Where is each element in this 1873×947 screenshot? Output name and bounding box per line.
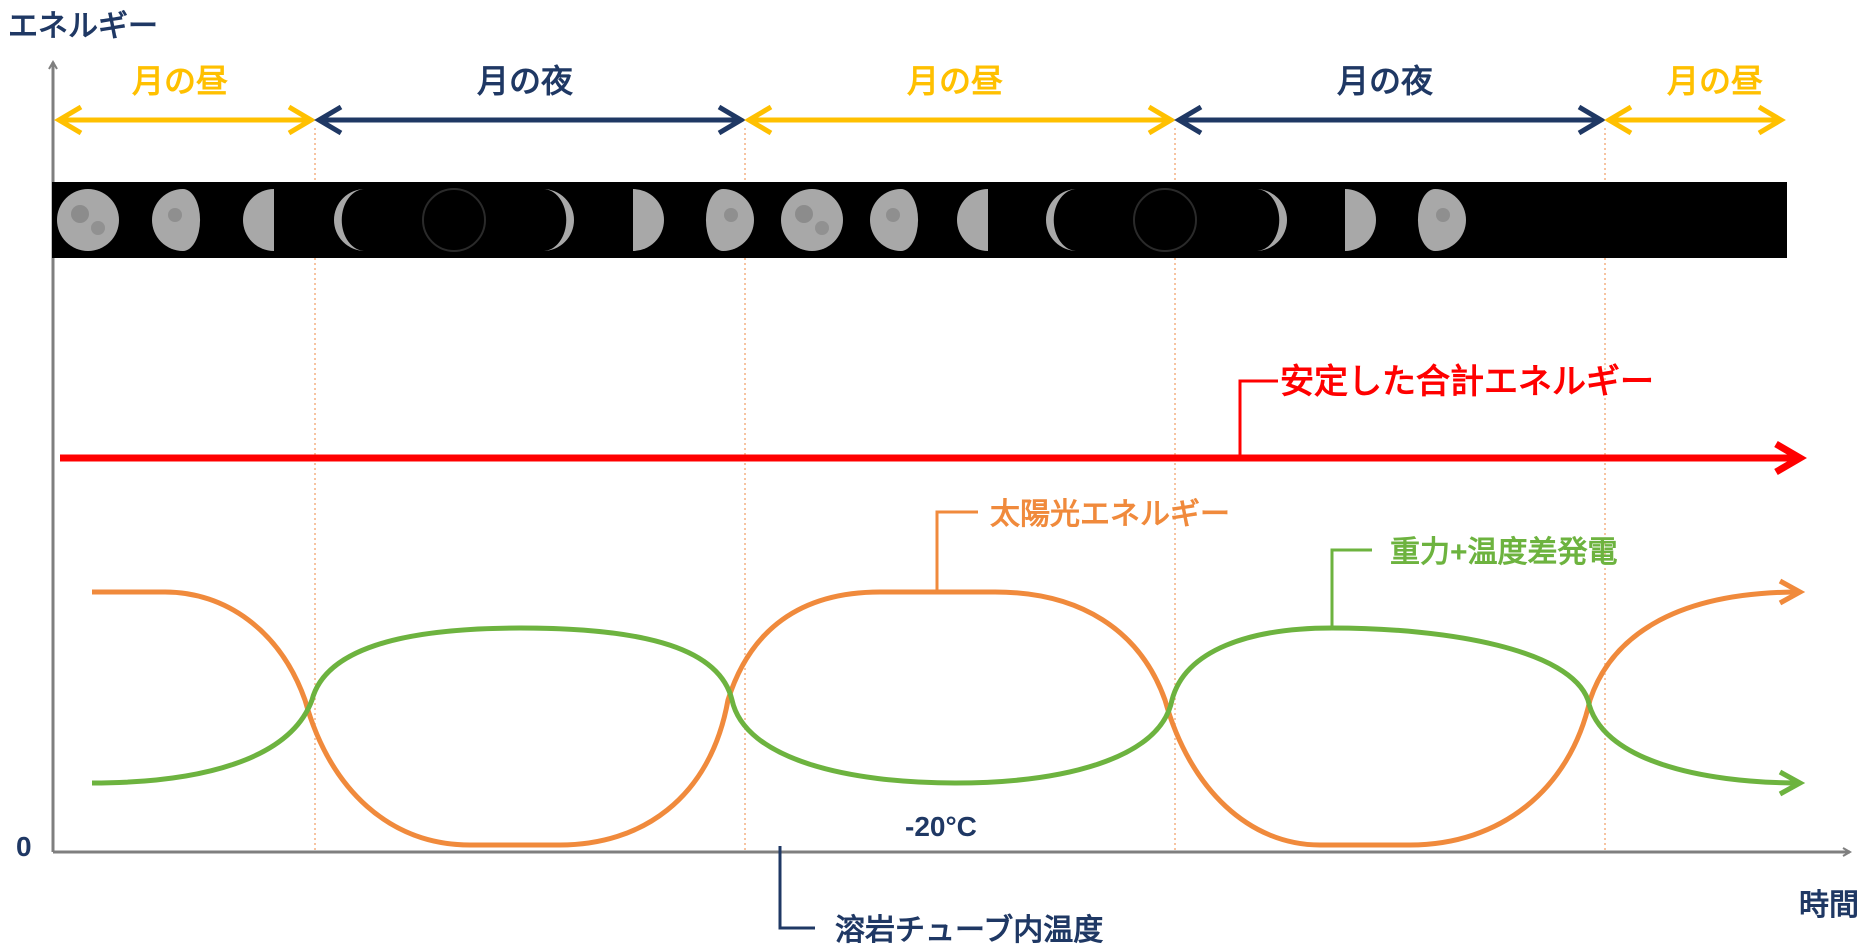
period-label-day: 月の昼 <box>907 63 1003 99</box>
thermal-energy-label: 重力+温度差発電 <box>1390 536 1618 569</box>
period-label-day: 月の昼 <box>132 63 228 99</box>
x-axis-label: 時間 <box>1799 889 1859 922</box>
total-energy-label: 安定した合計エネルギー <box>1280 363 1654 401</box>
period-label-day: 月の昼 <box>1667 63 1763 99</box>
period-label-night: 月の夜 <box>477 63 574 99</box>
period-arrowhead-right <box>1757 104 1786 136</box>
period-arrowhead-left <box>314 104 343 136</box>
moon-waning-crescent-icon <box>334 189 365 251</box>
total-energy-leader <box>1238 379 1278 456</box>
moon-waning-gibbous-icon <box>870 189 919 251</box>
moon-first-quarter-icon <box>1345 189 1376 251</box>
moon-full-moon-icon <box>781 189 843 251</box>
moon-waning-gibbous-icon <box>152 189 201 251</box>
moon-waning-crescent-icon <box>1046 189 1077 251</box>
moon-full-moon-icon <box>57 189 119 251</box>
period-arrowhead-right <box>1147 104 1176 136</box>
period-label-night: 月の夜 <box>1337 63 1434 99</box>
period-arrowhead-left <box>54 104 83 136</box>
period-arrows: 月の昼 月の夜 月の昼 月の夜 月の昼 <box>54 63 1786 136</box>
period-arrowhead-left <box>1174 104 1203 136</box>
solar-energy-leader <box>935 510 978 590</box>
solar-energy-curve <box>92 578 1806 848</box>
period-arrowhead-right <box>717 104 746 136</box>
moon-new-moon-icon <box>1133 188 1197 252</box>
moon-waxing-crescent-icon <box>1256 189 1287 251</box>
moon-phases <box>57 188 1466 252</box>
moon-waxing-gibbous-icon <box>1417 189 1466 251</box>
moon-first-quarter-icon <box>633 189 664 251</box>
moon-last-quarter-icon <box>243 189 274 251</box>
moon-last-quarter-icon <box>957 189 988 251</box>
moon-waxing-crescent-icon <box>543 189 574 251</box>
period-arrowhead-right <box>1577 104 1606 136</box>
solar-energy-label: 太陽光エネルギー <box>990 498 1230 531</box>
period-arrowhead-left <box>744 104 773 136</box>
thermal-energy-leader <box>1330 548 1372 626</box>
temperature-leader <box>778 846 815 930</box>
period-arrowhead-left <box>1604 104 1633 136</box>
temperature-value: -20°C <box>905 811 977 842</box>
period-arrowhead-right <box>287 104 316 136</box>
moon-phase-band <box>52 182 1787 258</box>
temperature-label: 溶岩チューブ内温度 <box>835 913 1103 947</box>
moon-waxing-gibbous-icon <box>705 189 754 251</box>
thermal-energy-curve <box>91 625 1806 797</box>
y-axis-label: エネルギー <box>8 10 158 43</box>
origin-label: 0 <box>16 831 32 862</box>
moon-new-moon-icon <box>422 188 486 252</box>
